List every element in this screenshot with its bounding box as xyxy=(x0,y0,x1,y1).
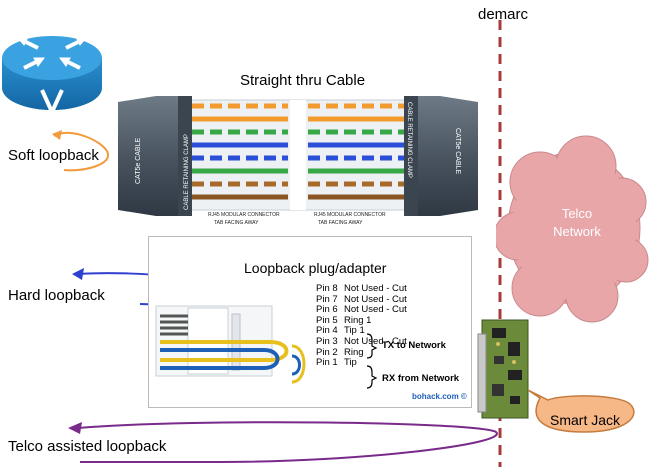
credit-label: bohack.com © xyxy=(412,392,467,401)
right-boot-label: CAT5e CABLE xyxy=(454,128,461,174)
loopback-plug-drawing xyxy=(155,305,289,377)
pin-braces xyxy=(366,333,378,389)
loopback-plug-title: Loopback plug/adapter xyxy=(244,260,387,276)
left-boot-label: CAT5e CABLE xyxy=(135,138,142,184)
telco-network-cloud xyxy=(496,135,649,323)
smart-jack-bubble xyxy=(527,389,635,433)
router-icon xyxy=(2,36,102,117)
telco-loopback-label: Telco assisted loopback xyxy=(8,438,167,455)
left-connector-label: RJ45 MODULAR CONNECTOR xyxy=(208,212,280,218)
soft-loopback-label: Soft loopback xyxy=(8,147,99,164)
rx-from-network-label: RX from Network xyxy=(382,373,460,384)
right-tab-label: TAB FACING AWAY xyxy=(318,220,363,226)
tx-to-network-label: TX to Network xyxy=(382,340,446,351)
soft-loopback-arrow xyxy=(52,130,109,172)
left-tab-label: TAB FACING AWAY xyxy=(214,220,259,226)
circuit-board-icon xyxy=(477,319,529,419)
telco-loopback-arrow xyxy=(68,421,498,463)
hard-loopback-label: Hard loopback xyxy=(8,287,105,304)
telco-network-label: Telco Network xyxy=(553,206,601,239)
right-connector-label: RJ45 MODULAR CONNECTOR xyxy=(314,212,386,218)
plug-wire-loop xyxy=(291,344,306,384)
demarc-label: demarc xyxy=(478,6,529,23)
straight-thru-cable-diagram: CAT5e CABLE CABLE RETAINING CLAMP RJ45 M… xyxy=(118,96,478,226)
left-clamp-label: CABLE RETAINING CLAMP xyxy=(184,134,190,210)
right-clamp-label: CABLE RETAINING CLAMP xyxy=(406,102,412,178)
cable-title: Straight thru Cable xyxy=(240,72,366,89)
smart-jack-label: Smart Jack xyxy=(550,412,621,428)
